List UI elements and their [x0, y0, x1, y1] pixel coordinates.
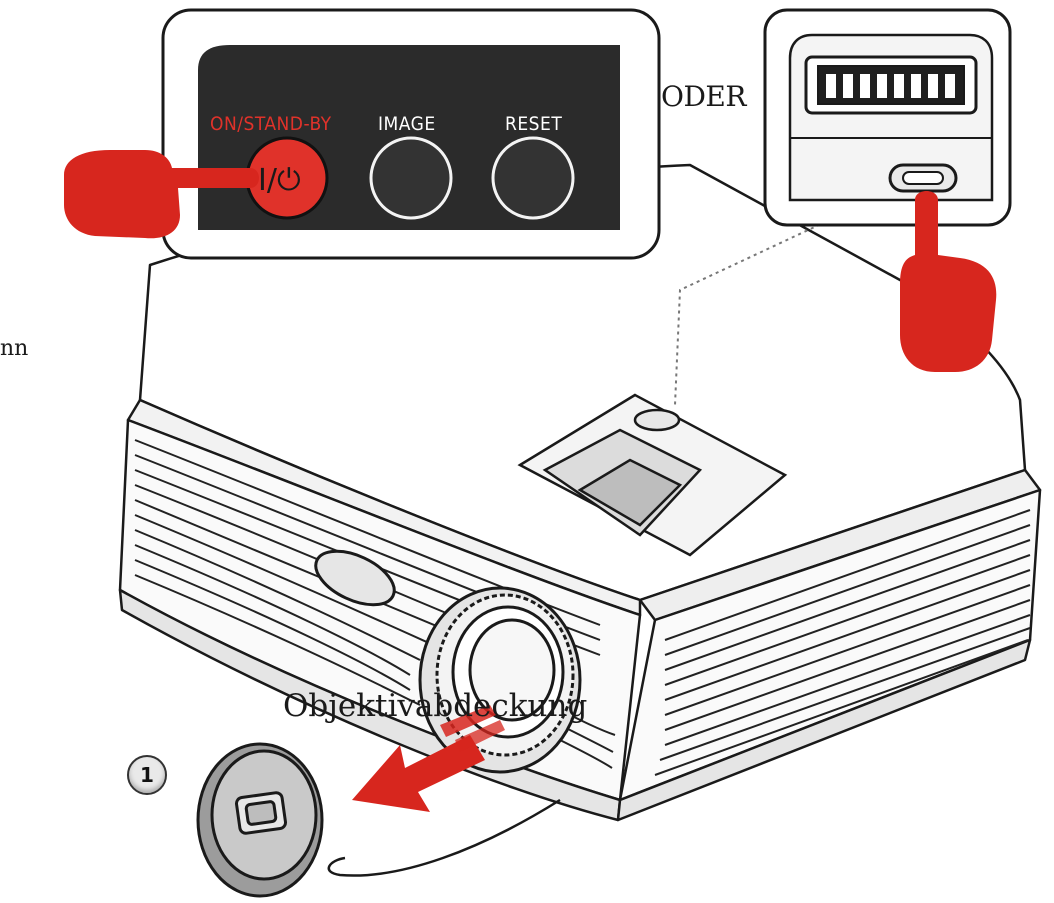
pointing-hand-icon — [900, 191, 997, 372]
image-button — [369, 136, 453, 220]
projector-body — [118, 163, 1042, 822]
lens — [418, 586, 582, 774]
btn-label-image: IMAGE — [378, 113, 436, 135]
reset-button — [491, 136, 575, 220]
arrow-pull-icon — [352, 705, 505, 812]
power-icon: I/⏻ — [258, 163, 301, 198]
ir-sensor — [314, 549, 396, 607]
page-text-fragment: nn — [0, 336, 29, 361]
step-number-badge: 1 — [127, 755, 167, 795]
oder-label: ODER — [661, 80, 746, 113]
top-control-recess — [517, 393, 788, 557]
lens-cover-label: Objektivabdeckung — [283, 688, 588, 724]
control-panel-inset: ON/STAND-BY IMAGE RESET I/⏻ — [161, 8, 661, 260]
lens-cap-icon — [196, 742, 561, 898]
side-vents — [654, 509, 1031, 776]
keypad-inset — [763, 8, 1012, 227]
btn-label-on-standby: ON/STAND-BY — [210, 113, 332, 135]
pointing-hand-icon — [64, 150, 259, 239]
btn-label-reset: RESET — [505, 113, 562, 135]
